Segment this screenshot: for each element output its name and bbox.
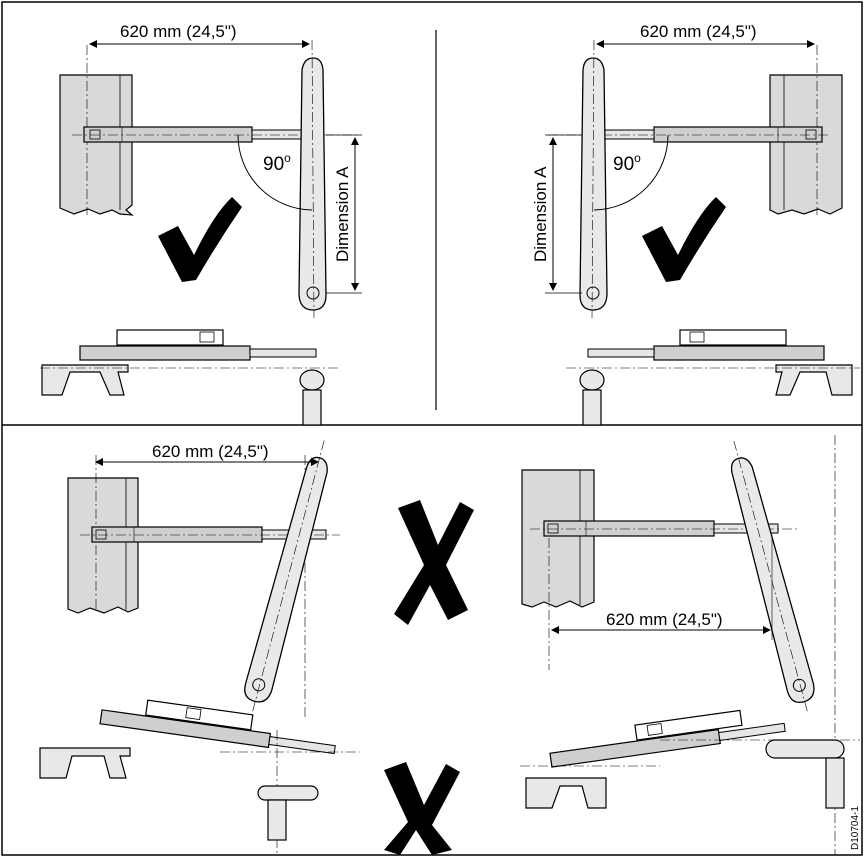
check-mark [158, 197, 242, 282]
dimension-a-label: Dimension A [531, 166, 550, 262]
bulkhead [59, 74, 134, 216]
drive-unit [83, 126, 317, 143]
angle-label: 90o [263, 151, 291, 175]
bulkhead [769, 74, 843, 215]
tiller [579, 39, 608, 319]
dimension-label: 620 mm (24,5") [606, 610, 723, 629]
side-view [549, 709, 786, 768]
tiller [244, 440, 328, 712]
angle-label: 90o [613, 151, 641, 175]
dimension-label: 620 mm (24,5") [152, 442, 269, 461]
side-view [99, 699, 336, 755]
dimension-label: 620 mm (24,5") [640, 22, 757, 41]
cross-mark [394, 500, 474, 625]
tiller [730, 440, 815, 712]
bulkhead [521, 469, 595, 608]
panel-bottom-left-incorrect: 620 mm (24,5") [39, 440, 474, 855]
figure-code: D10704-1 [850, 806, 861, 850]
dimension-label: 620 mm (24,5") [120, 22, 237, 41]
dimension-a-label: Dimension A [333, 166, 352, 262]
panel-top-left-correct: 90o Dimension A 620 mm (24,5") [40, 22, 362, 426]
bulkhead [67, 477, 139, 614]
drive-unit [589, 126, 823, 143]
side-view [566, 329, 860, 426]
panel-bottom-right-incorrect: 620 mm (24,5") [520, 435, 860, 855]
cross-mark [384, 762, 460, 855]
check-mark [642, 197, 726, 282]
panel-top-right-correct: 90o Dimension A 620 mm (24,5") [531, 22, 860, 426]
tiller [298, 39, 327, 319]
drive-unit [543, 520, 779, 537]
side-view [40, 329, 340, 426]
